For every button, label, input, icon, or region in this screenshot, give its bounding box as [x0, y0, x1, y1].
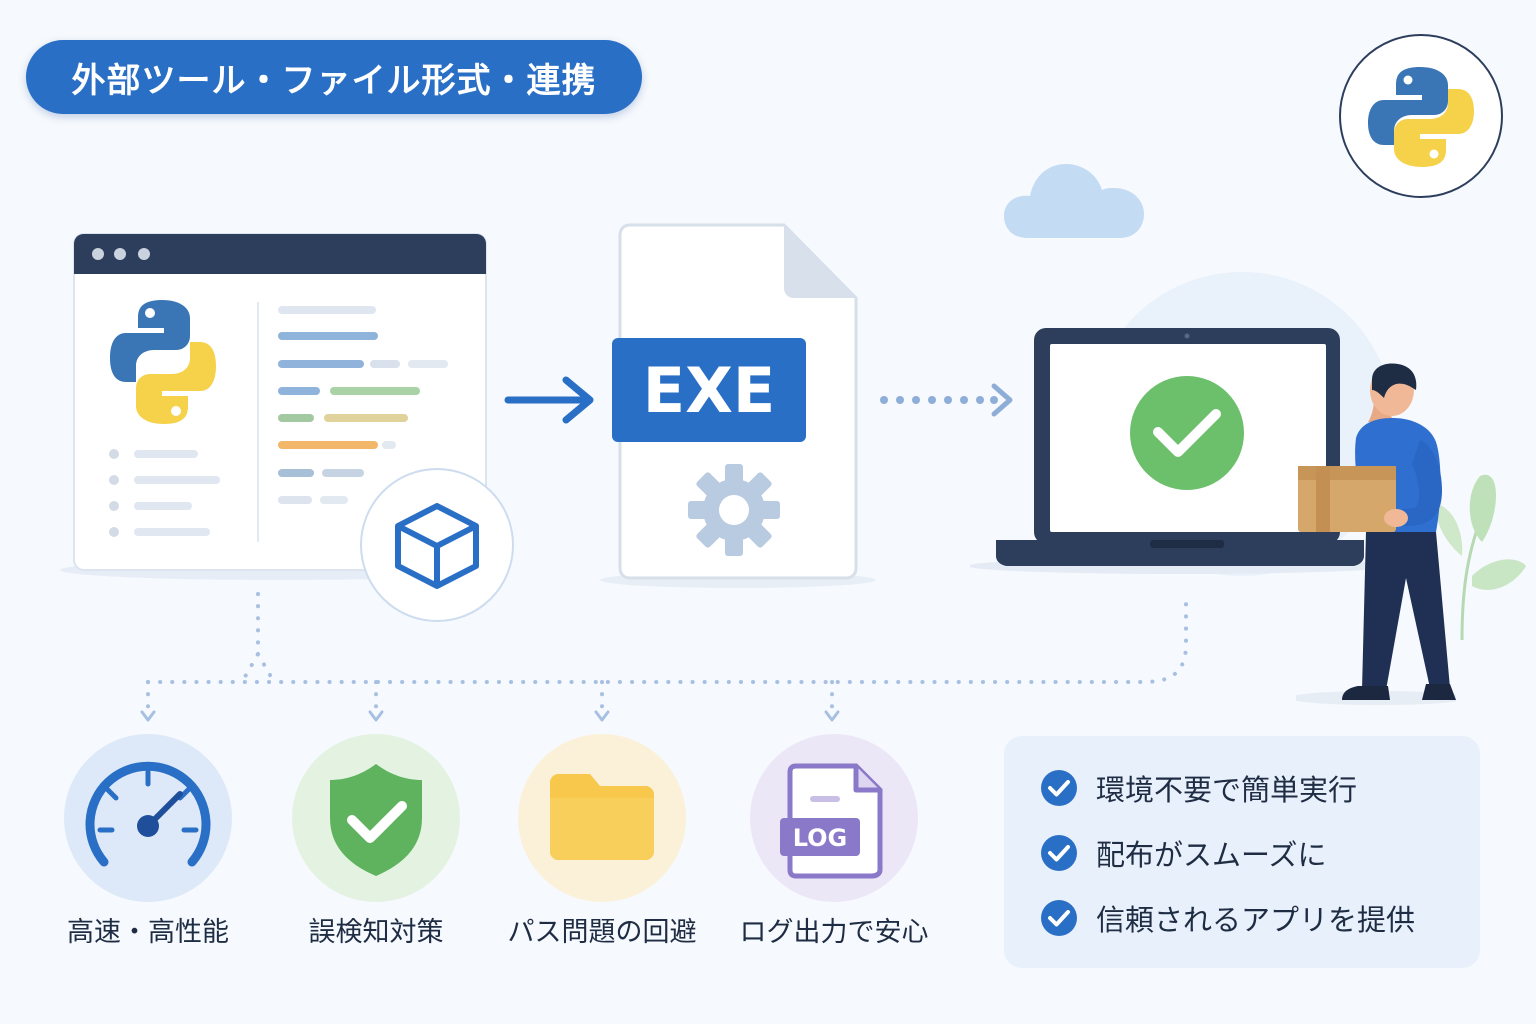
- convert-arrow-icon: [504, 376, 594, 424]
- check-circle-icon: [1041, 835, 1077, 871]
- benefit-item: 配布がスムーズに: [1040, 831, 1327, 875]
- plant-icon: [1436, 474, 1526, 641]
- python-logo-icon: [1339, 34, 1503, 198]
- package-cube-badge: [360, 468, 514, 622]
- benefit-label: 配布がスムーズに: [1096, 838, 1327, 872]
- feature-label-log: ログ出力で安心: [739, 917, 929, 948]
- code-editor-window: [73, 233, 487, 571]
- log-label: LOG: [793, 824, 848, 852]
- folder-icon: [550, 774, 654, 860]
- cloud-icon: [1004, 164, 1144, 238]
- check-circle-icon: [1041, 900, 1077, 936]
- python-badge: [1338, 33, 1504, 199]
- feature-label-speed: 高速・高性能: [67, 917, 229, 948]
- benefits-card: 環境不要で簡単実行 配布がスムーズに 信頼されるアプリを提供: [1004, 736, 1480, 968]
- benefit-label: 信頼されるアプリを提供: [1096, 903, 1416, 937]
- log-file-icon: LOG: [780, 763, 883, 879]
- person-with-box-icon: [1296, 363, 1456, 705]
- benefit-item: 環境不要で簡単実行: [1040, 766, 1357, 810]
- exe-badge: EXE: [612, 338, 806, 442]
- page-title-text: 外部ツール・ファイル形式・連携: [71, 60, 597, 101]
- feature-connector-lines: [140, 592, 1188, 722]
- check-circle-icon: [1041, 770, 1077, 806]
- feature-label-path: パス問題の回避: [507, 917, 697, 948]
- speedometer-icon: [85, 761, 211, 867]
- benefit-item: 信頼されるアプリを提供: [1040, 896, 1415, 940]
- exe-label: EXE: [642, 353, 776, 427]
- page-title: 外部ツール・ファイル形式・連携: [26, 40, 642, 114]
- feature-label-false-positive: 誤検知対策: [308, 917, 444, 948]
- shield-check-icon: [330, 764, 422, 876]
- laptop-icon: [970, 328, 1390, 574]
- deploy-dotted-arrow-icon: [880, 383, 1013, 417]
- benefit-label: 環境不要で簡単実行: [1096, 773, 1358, 807]
